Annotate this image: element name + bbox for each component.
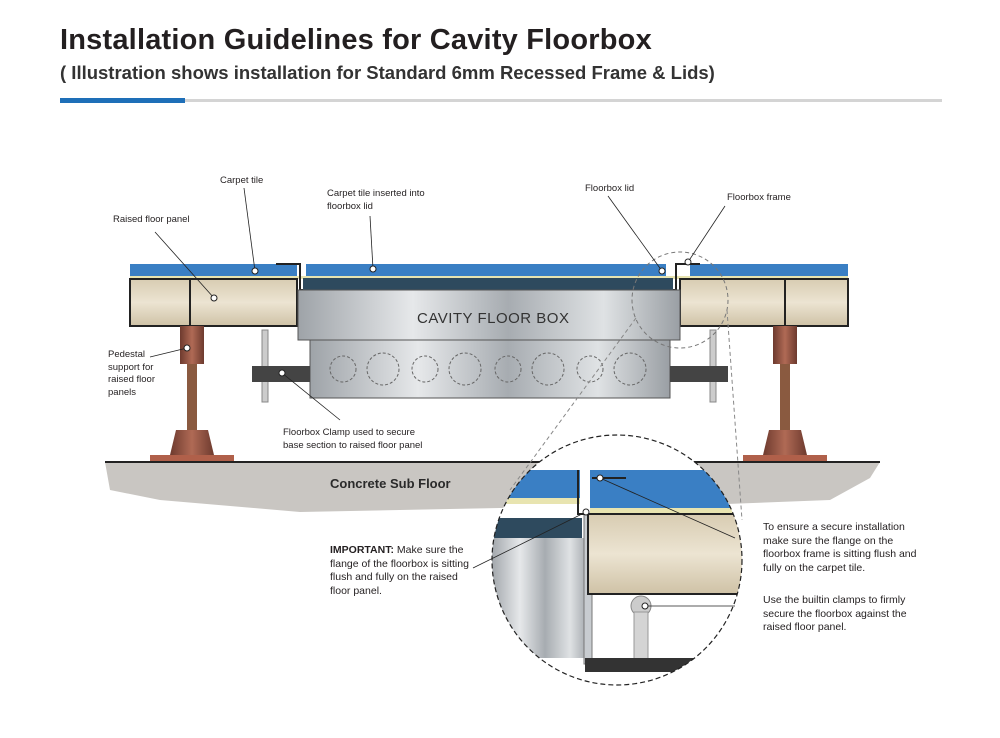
floorbox-lid-label: Floorbox lid: [585, 183, 635, 194]
floorbox-frame-label: Floorbox frame: [727, 192, 791, 203]
carpet-tile-label: Carpet tile: [220, 175, 264, 186]
carpet-tile-right: [690, 264, 848, 278]
concrete-sub-floor-label: Concrete Sub Floor: [330, 476, 451, 491]
secure-install-note: To ensure a secure installation make sur…: [763, 521, 917, 574]
pedestal-label: Pedestal support for raised floor panels: [108, 349, 155, 398]
floorbox-label: CAVITY FLOOR BOX: [417, 310, 570, 327]
carpet-tile-left: [130, 264, 297, 278]
floorbox-clamp-left: [252, 329, 310, 403]
floorbox-lid: [303, 278, 673, 290]
carpet-tile-lid: [306, 264, 666, 276]
raised-floor-panel-right: [679, 278, 849, 327]
carpet-lid-label: Carpet tile inserted into floorbox lid: [327, 188, 425, 212]
clamp-label: Floorbox Clamp used to secure base secti…: [283, 427, 423, 451]
floorbox-clamp-right: [670, 329, 728, 403]
title-rule-accent: [60, 98, 185, 103]
title-rule: [185, 99, 942, 102]
page-title: Installation Guidelines for Cavity Floor…: [60, 24, 652, 56]
raised-panel-label: Raised floor panel: [113, 214, 190, 225]
concrete-sub-floor: [105, 462, 880, 512]
important-note: IMPORTANT: Make sure the flange of the f…: [330, 544, 470, 598]
page-subtitle: ( Illustration shows installation for St…: [60, 62, 715, 83]
important-note-bold: IMPORTANT:: [330, 544, 394, 556]
floorbox-base: [309, 339, 671, 399]
important-note-text: Make sure the flange of the floorbox is …: [330, 544, 469, 597]
pedestal-left: [150, 326, 234, 461]
floorbox-body: [297, 289, 681, 341]
pedestal-right: [743, 326, 827, 461]
raised-floor-panel-left: [129, 278, 298, 327]
builtin-clamps-note: Use the builtin clamps to firmly secure …: [763, 594, 907, 633]
